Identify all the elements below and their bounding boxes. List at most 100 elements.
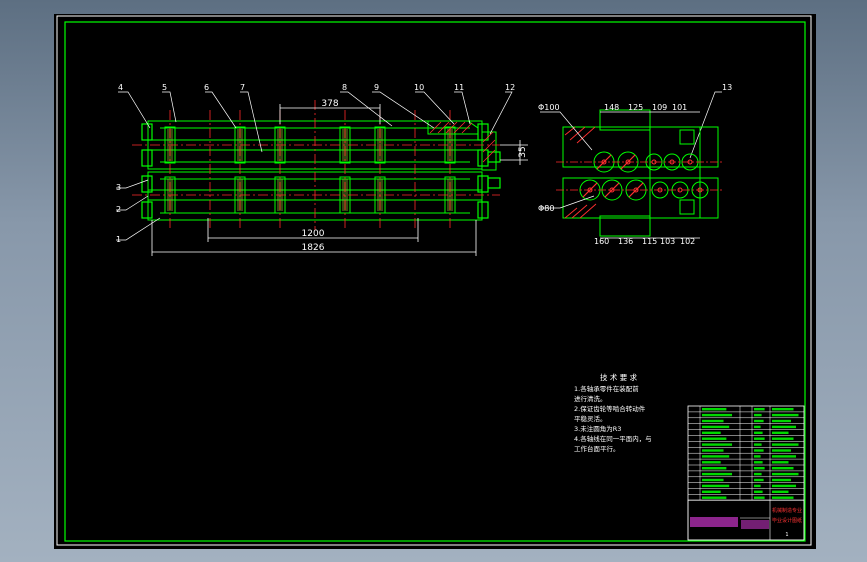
bom-text-placeholder <box>702 419 724 423</box>
inner-length-dimension: 1200 <box>302 229 325 239</box>
bom-text-placeholder <box>772 496 794 499</box>
bom-text-placeholder <box>772 437 794 440</box>
tech-line: 2.保证齿轮等啮合转动件 <box>574 404 646 413</box>
bom-text-placeholder <box>702 455 730 458</box>
top-dim: 125 <box>628 103 643 112</box>
hatched-bracket <box>427 120 497 171</box>
bom-text-placeholder <box>754 431 763 434</box>
overall-length-dimension: 1826 <box>302 243 325 253</box>
part-label: 6 <box>204 83 209 92</box>
bom-text-placeholder <box>702 443 733 446</box>
part-label: 12 <box>505 83 515 92</box>
part-label: 3 <box>116 183 121 192</box>
top-dim: 101 <box>672 103 687 112</box>
bom-text-placeholder <box>754 408 765 411</box>
side-offset-dimension: 35 <box>518 146 528 157</box>
bom-text-placeholder <box>702 478 724 482</box>
bom-text-placeholder <box>754 455 761 458</box>
bom-text-placeholder <box>702 431 721 434</box>
bom-text-placeholder <box>754 449 764 452</box>
part-label: 4 <box>118 83 123 92</box>
bom-text-placeholder <box>702 490 721 493</box>
tech-line: 进行清洗。 <box>574 394 607 403</box>
bom-text-placeholder <box>702 413 733 417</box>
part-label: 2 <box>116 205 121 214</box>
tech-line: 平稳灵活。 <box>574 414 607 423</box>
tech-requirements: 技 术 要 求 1.各轴承零件在装配前 进行清洗。 2.保证齿轮等啮合转动件 平… <box>574 372 652 453</box>
section-view: Φ100 Φ80 148 125 109 101 160 136 115 103… <box>538 103 722 246</box>
bottom-dim: 136 <box>618 237 633 246</box>
bom-text-placeholder <box>754 461 763 464</box>
sheet-number: 1 <box>785 532 788 538</box>
bom-text-placeholder <box>702 496 727 499</box>
bottom-dim: 160 <box>594 237 609 246</box>
bom-text-placeholder <box>772 484 796 488</box>
stamp-line2: 毕业设计图纸 <box>772 517 802 524</box>
part-label: 10 <box>414 83 424 92</box>
top-dim: 148 <box>604 103 619 112</box>
tech-title: 技 术 要 求 <box>600 372 638 382</box>
bom-text-placeholder <box>772 472 799 476</box>
bom-text-placeholder <box>772 467 794 470</box>
assembly-view: 378 1200 1826 35 4 5 6 7 8 9 10 <box>116 83 732 256</box>
bom-text-placeholder <box>772 461 789 464</box>
bom-text-placeholder <box>702 425 730 429</box>
bottom-diameter-label: Φ80 <box>538 204 554 213</box>
leader-lines <box>116 91 722 241</box>
part-label: 9 <box>374 83 379 92</box>
bom-text-placeholder <box>754 413 762 417</box>
bom-text-placeholder <box>702 449 724 452</box>
bom-text-placeholder <box>754 467 765 470</box>
part-label: 13 <box>722 83 732 92</box>
top-diameter-label: Φ100 <box>538 103 560 112</box>
tech-line: 1.各轴承零件在装配前 <box>574 384 639 393</box>
bom-text-placeholder <box>702 437 727 440</box>
tech-line: 3.未注圆角为R3 <box>574 424 621 433</box>
tech-line: 4.各轴线在同一平面内，与 <box>574 434 652 443</box>
bom-text-placeholder <box>772 408 794 411</box>
top-dim: 109 <box>652 103 667 112</box>
bom-text-placeholder <box>702 472 733 476</box>
inner-border <box>64 21 806 542</box>
bom-text-placeholder <box>702 461 721 464</box>
drawing-area <box>54 14 816 549</box>
bom-text-placeholder <box>754 437 765 440</box>
dimension-lines <box>151 104 528 256</box>
bom-text-placeholder <box>772 478 791 482</box>
bom-text-placeholder <box>772 419 791 423</box>
bom-text-placeholder <box>772 490 789 493</box>
tech-line: 工作台面平行。 <box>574 444 620 453</box>
part-label: 5 <box>162 83 167 92</box>
bom-text-placeholder <box>702 467 727 470</box>
title-block: 机械制造专业 毕业设计图纸 1 <box>687 405 805 541</box>
bom-text-placeholder <box>754 425 761 429</box>
bom-text-placeholder <box>754 472 762 476</box>
pitch-dimension: 378 <box>321 99 338 109</box>
part-label: 7 <box>240 83 245 92</box>
bom-text-placeholder <box>754 419 764 423</box>
bottom-dim: 115 <box>642 237 657 246</box>
roller-fill <box>447 129 453 161</box>
bom-text-placeholder <box>772 413 799 417</box>
bom-text-placeholder <box>772 443 799 446</box>
part-label: 8 <box>342 83 347 92</box>
bom-text-placeholder <box>772 455 796 458</box>
part-number-labels: 4 5 6 7 8 9 10 11 12 3 2 1 13 <box>116 83 732 244</box>
part-label: 1 <box>116 235 121 244</box>
bom-text-placeholder <box>754 443 762 446</box>
bom-text-placeholder <box>754 490 763 493</box>
bottom-dim: 102 <box>680 237 695 246</box>
part-label: 11 <box>454 83 464 92</box>
bom-text-placeholder <box>702 484 730 488</box>
bom-text-placeholder <box>754 496 765 499</box>
bom-text-placeholder <box>772 449 791 452</box>
bom-text-placeholder <box>754 478 764 482</box>
bom-text-placeholder <box>772 425 796 429</box>
bom-text-placeholder <box>702 408 727 411</box>
outer-frame <box>56 15 812 546</box>
stamp-line1: 机械制造专业 <box>772 507 802 514</box>
bottom-dim: 103 <box>660 237 675 246</box>
bom-text-placeholder <box>772 431 789 434</box>
bom-text-placeholder <box>754 484 761 488</box>
